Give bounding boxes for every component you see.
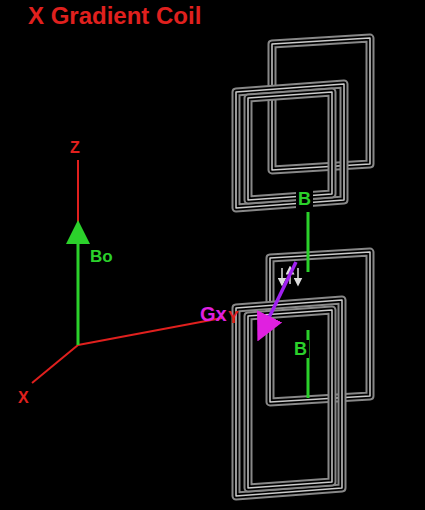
field-label: B	[292, 340, 309, 358]
gradient-label: Gx	[200, 304, 227, 324]
coil-loop	[236, 84, 344, 208]
axis-label: Y	[228, 310, 239, 326]
current-arrow	[297, 268, 299, 282]
gradient-arrow	[262, 262, 296, 332]
coil-loop	[236, 300, 342, 496]
coil-loop	[270, 252, 370, 402]
coil-loop	[248, 310, 332, 488]
title: X Gradient Coil	[28, 4, 201, 28]
coil-loop	[270, 252, 370, 402]
coil-loops	[236, 38, 370, 496]
axis-label: Z	[70, 140, 80, 156]
coil-loop	[272, 38, 370, 170]
axis-label: X	[18, 390, 29, 406]
coil-loop	[236, 300, 342, 496]
b0-vector	[77, 232, 80, 345]
coil-loop	[248, 92, 332, 200]
coil-loop	[236, 84, 344, 208]
axes	[32, 160, 222, 383]
coil-loop	[248, 310, 332, 488]
coil-loop	[236, 300, 342, 496]
coil-loop	[248, 92, 332, 200]
coil-loop	[272, 38, 370, 170]
coil-loop	[248, 92, 332, 200]
coil-loop	[236, 84, 344, 208]
coil-loop	[270, 252, 370, 402]
field-label: B	[296, 190, 313, 208]
field-label: Bo	[88, 248, 115, 265]
field-line	[307, 212, 310, 272]
coil-loop	[248, 310, 332, 488]
current-arrow	[281, 268, 283, 282]
coil-loop	[272, 38, 370, 170]
